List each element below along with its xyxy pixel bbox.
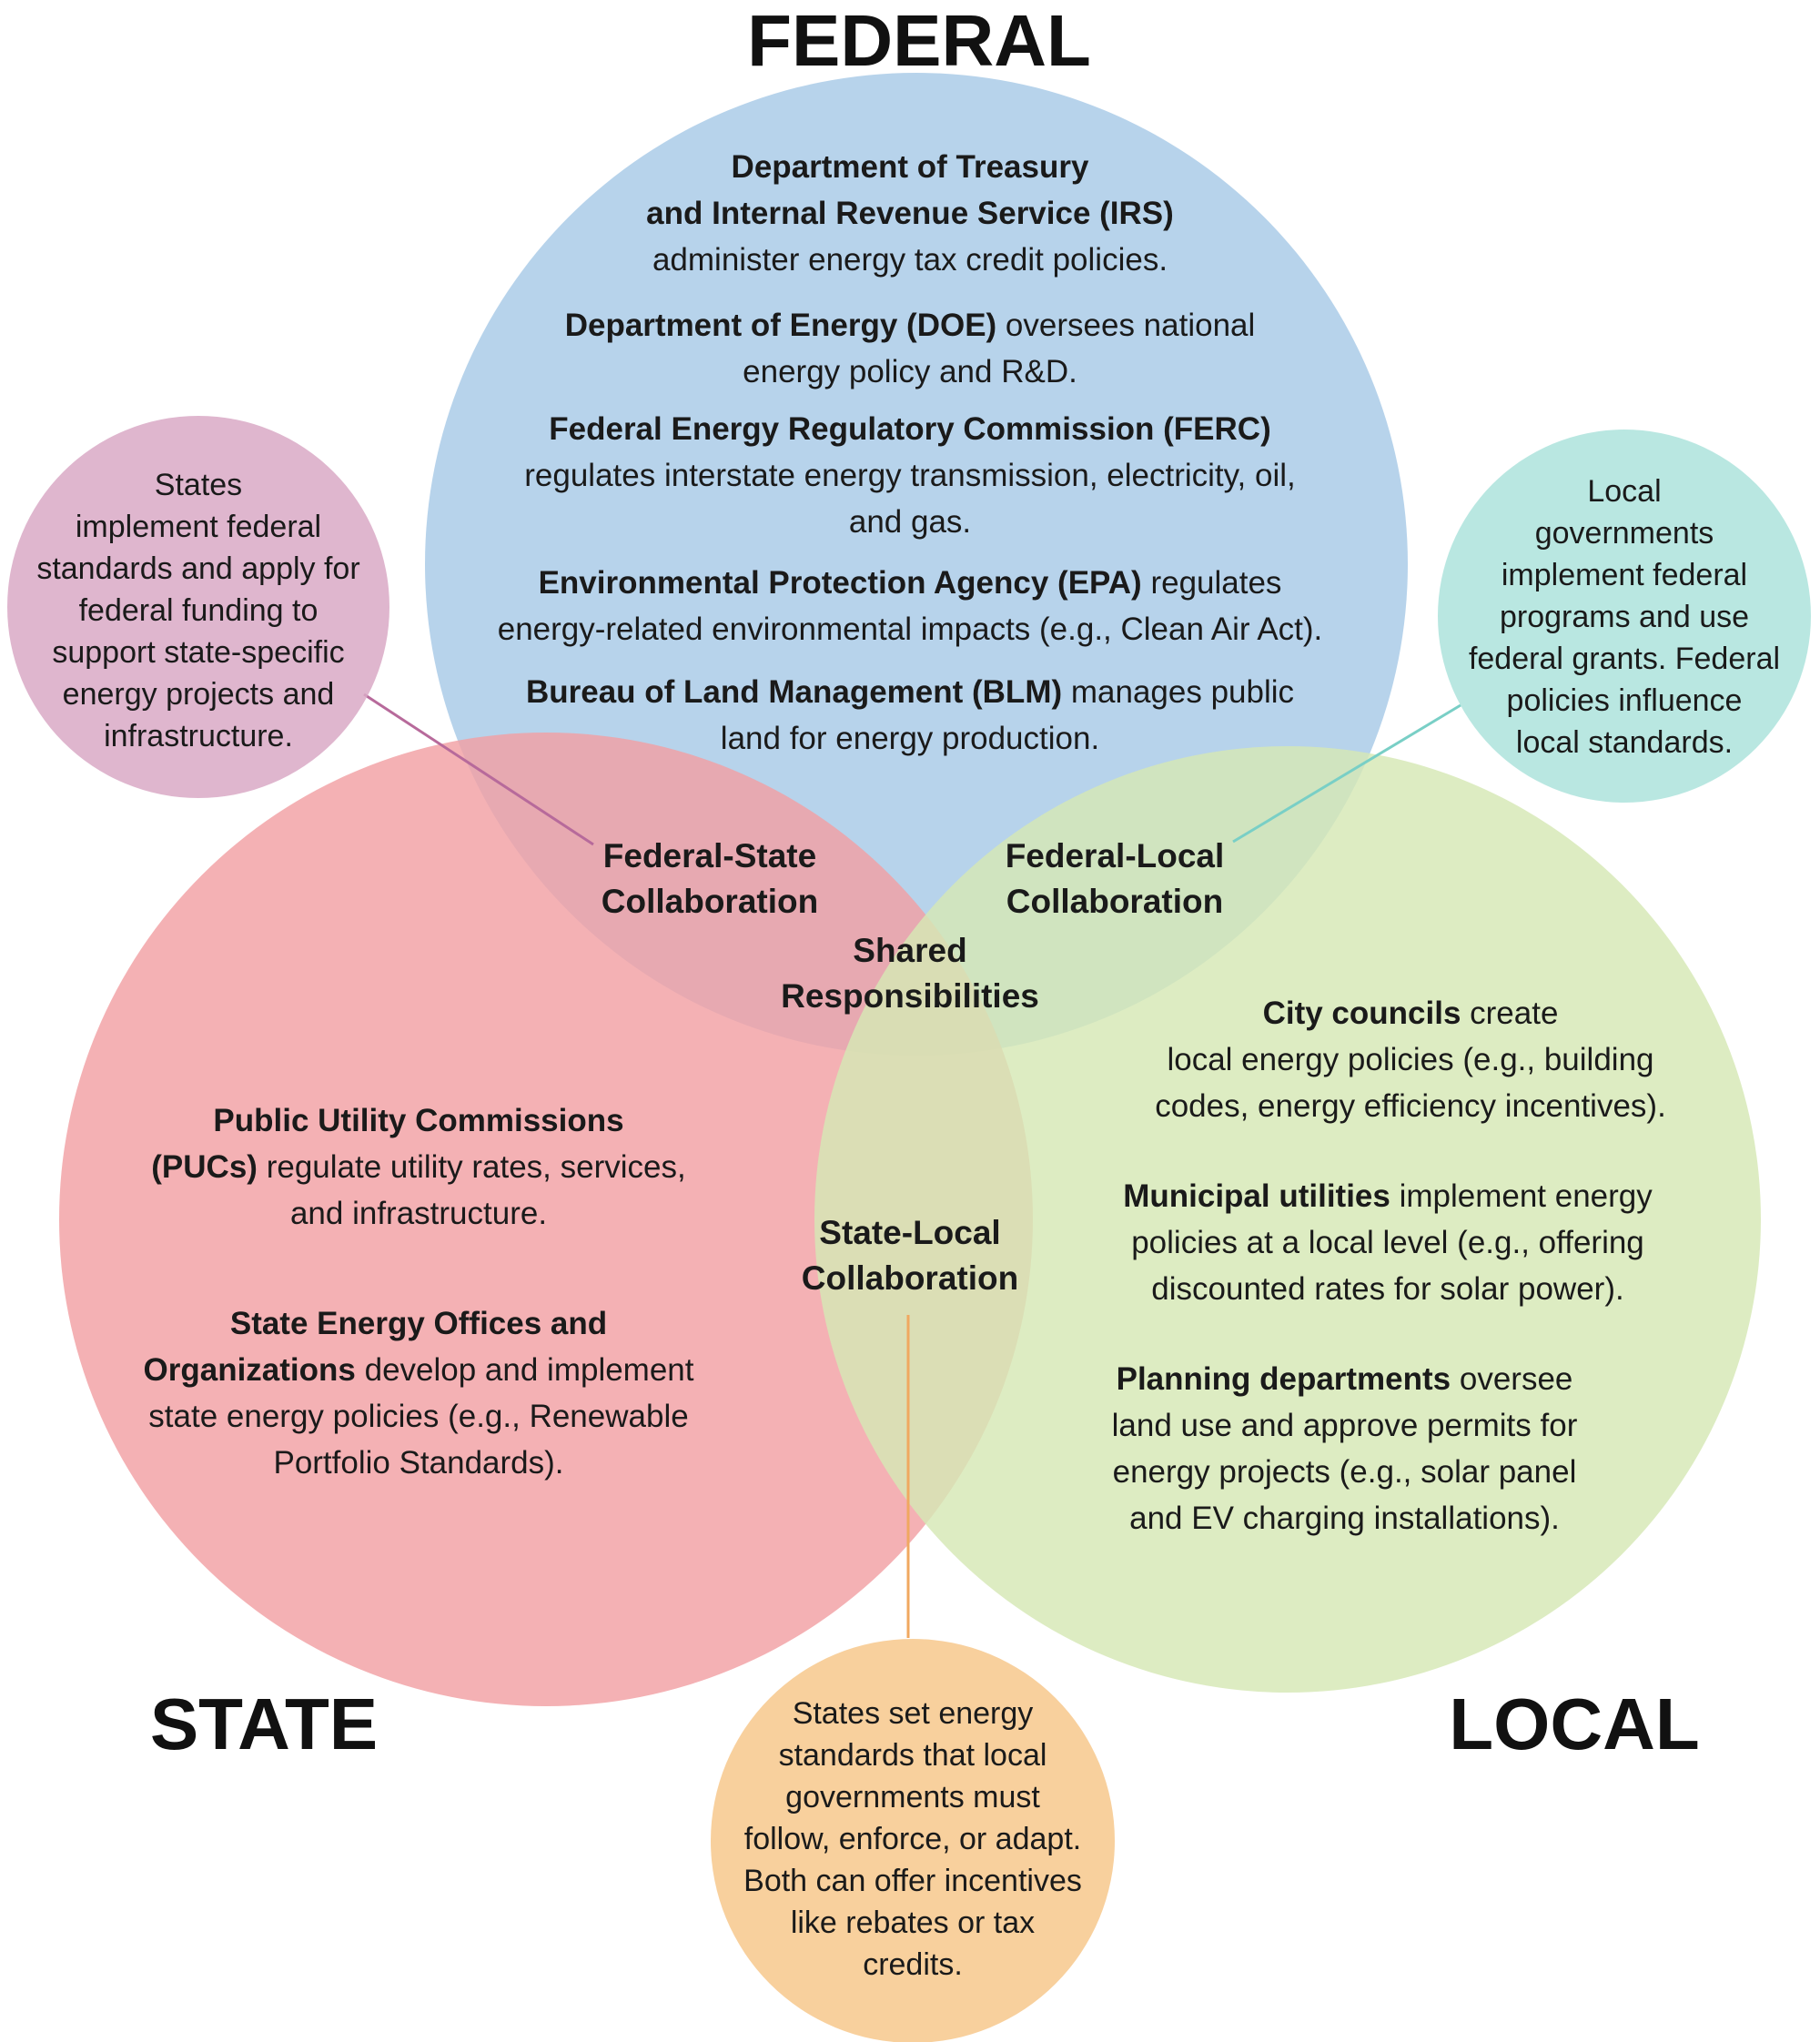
state-local-note: States set energy standards that local g… — [722, 1693, 1104, 1986]
fs-note-line: standards and apply for — [36, 551, 360, 586]
blm-description-line1: manages public — [1062, 674, 1295, 710]
planning-departments-description-line4: and EV charging installations). — [1129, 1501, 1560, 1536]
federal-local-connector — [1232, 703, 1461, 844]
seo-name-line1: State Energy Offices and — [229, 1306, 608, 1341]
city-councils-description-line3: codes, energy efficiency incentives). — [1155, 1088, 1666, 1124]
epa-description-line2: energy-related environmental impacts (e.… — [497, 612, 1323, 647]
sl-note-line: credits. — [863, 1947, 963, 1982]
irs-entry: Department of Treasury and Internal Reve… — [419, 144, 1401, 283]
federal-local-note-circle — [1438, 430, 1811, 803]
state-local-label-line2: Collaboration — [801, 1259, 1019, 1297]
ferc-name: Federal Energy Regulatory Commission (FE… — [549, 411, 1271, 447]
irs-name-line2: and Internal Revenue Service (IRS) — [646, 196, 1174, 231]
doe-description-line1: oversees national — [996, 308, 1256, 343]
planning-departments-name: Planning departments — [1116, 1361, 1451, 1397]
state-heading: STATE — [149, 1683, 379, 1764]
doe-entry: Department of Energy (DOE) oversees nati… — [419, 302, 1401, 395]
sl-note-line: governments must — [785, 1780, 1040, 1815]
state-circle — [59, 733, 1033, 1706]
fs-note-line: States — [154, 468, 243, 502]
doe-description-line2: energy policy and R&D. — [743, 354, 1077, 389]
epa-name: Environmental Protection Agency (EPA) — [538, 565, 1142, 601]
local-text: City councils create local energy polici… — [1060, 990, 1715, 1542]
federal-state-zone-label: Federal-State Collaboration — [564, 834, 855, 925]
municipal-utilities-entry: Municipal utilities implement energy pol… — [1060, 1173, 1715, 1312]
seo-description-line3: Portfolio Standards). — [273, 1445, 564, 1481]
ferc-description-line2: and gas. — [848, 504, 972, 540]
local-circle — [814, 746, 1761, 1693]
federal-local-label-line2: Collaboration — [1006, 883, 1224, 920]
shared-responsibilities-label: Shared Responsibilities — [755, 928, 1065, 1019]
federal-local-zone-label: Federal-Local Collaboration — [969, 834, 1260, 925]
fl-note-line: governments — [1534, 516, 1714, 551]
ferc-description-line1: regulates interstate energy transmission… — [524, 458, 1296, 493]
federal-state-note: States implement federal standards and a… — [16, 464, 380, 757]
fl-note-line: Local — [1587, 474, 1662, 509]
fs-note-line: support state-specific — [52, 635, 345, 670]
state-local-zone-label: State-Local Collaboration — [778, 1210, 1042, 1301]
blm-name: Bureau of Land Management (BLM) — [525, 674, 1063, 710]
blm-description-line2: land for energy production. — [720, 721, 1100, 756]
fl-note-line: federal grants. Federal — [1468, 642, 1781, 676]
city-councils-entry: City councils create local energy polici… — [1060, 990, 1715, 1129]
federal-heading: FEDERAL — [747, 0, 1091, 81]
local-heading: LOCAL — [1449, 1683, 1700, 1764]
federal-text: Department of Treasury and Internal Reve… — [419, 144, 1401, 762]
blm-entry: Bureau of Land Management (BLM) manages … — [419, 669, 1401, 762]
planning-departments-entry: Planning departments oversee land use an… — [1060, 1356, 1715, 1542]
municipal-utilities-description-line3: discounted rates for solar power). — [1151, 1271, 1624, 1307]
puc-name-line2: (PUCs) — [151, 1149, 258, 1185]
federal-state-label-line2: Collaboration — [601, 883, 819, 920]
municipal-utilities-description-line1: implement energy — [1390, 1178, 1653, 1214]
seo-description-line1: develop and implement — [355, 1352, 694, 1388]
municipal-utilities-description-line2: policies at a local level (e.g., offerin… — [1131, 1225, 1644, 1260]
federal-local-label-line1: Federal-Local — [1005, 837, 1225, 874]
federal-state-label-line1: Federal-State — [602, 837, 817, 874]
city-councils-description-line2: local energy policies (e.g., building — [1167, 1042, 1654, 1077]
fs-note-line: energy projects and — [62, 677, 335, 712]
sl-note-line: follow, enforce, or adapt. — [743, 1822, 1082, 1856]
fl-note-line: local standards. — [1515, 725, 1734, 760]
sl-note-line: Both can offer incentives — [743, 1864, 1082, 1898]
epa-entry: Environmental Protection Agency (EPA) re… — [419, 560, 1401, 652]
city-councils-name: City councils — [1262, 996, 1461, 1031]
ferc-entry: Federal Energy Regulatory Commission (FE… — [419, 406, 1401, 545]
federal-local-note: Local governments implement federal prog… — [1442, 470, 1806, 763]
state-local-label-line1: State-Local — [819, 1214, 1001, 1251]
federal-state-note-circle — [7, 416, 389, 798]
irs-description: administer energy tax credit policies. — [652, 242, 1168, 278]
fs-note-line: implement federal — [75, 510, 322, 544]
puc-description-line1: regulate utility rates, services, — [257, 1149, 686, 1185]
shared-label-line2: Responsibilities — [781, 977, 1039, 1015]
planning-departments-description-line2: land use and approve permits for — [1111, 1408, 1578, 1443]
sl-note-line: standards that local — [778, 1738, 1047, 1773]
fs-note-line: federal funding to — [78, 593, 318, 628]
municipal-utilities-name: Municipal utilities — [1123, 1178, 1390, 1214]
seo-description-line2: state energy policies (e.g., Renewable — [148, 1399, 689, 1434]
puc-name-line1: Public Utility Commissions — [213, 1103, 624, 1138]
city-councils-description-line1: create — [1461, 996, 1559, 1031]
epa-description-line1: regulates — [1141, 565, 1282, 601]
puc-description-line2: and infrastructure. — [289, 1196, 548, 1231]
sl-note-line: like rebates or tax — [790, 1906, 1036, 1940]
irs-name-line1: Department of Treasury — [731, 149, 1089, 185]
fs-note-line: infrastructure. — [104, 719, 293, 753]
fl-note-line: policies influence — [1506, 683, 1743, 718]
planning-departments-description-line3: energy projects (e.g., solar panel — [1112, 1454, 1577, 1490]
shared-label-line1: Shared — [853, 932, 967, 969]
doe-name: Department of Energy (DOE) — [564, 308, 997, 343]
sl-note-line: States set energy — [792, 1696, 1034, 1731]
fl-note-line: implement federal — [1501, 558, 1748, 592]
federal-state-connector — [363, 692, 594, 846]
fl-note-line: programs and use — [1499, 600, 1750, 634]
state-local-note-circle — [711, 1639, 1115, 2042]
planning-departments-description-line1: oversee — [1451, 1361, 1573, 1397]
puc-entry: Public Utility Commissions (PUCs) regula… — [100, 1097, 737, 1237]
seo-entry: State Energy Offices and Organizations d… — [100, 1300, 737, 1486]
state-text: Public Utility Commissions (PUCs) regula… — [100, 1097, 737, 1486]
seo-name-line2: Organizations — [143, 1352, 356, 1388]
